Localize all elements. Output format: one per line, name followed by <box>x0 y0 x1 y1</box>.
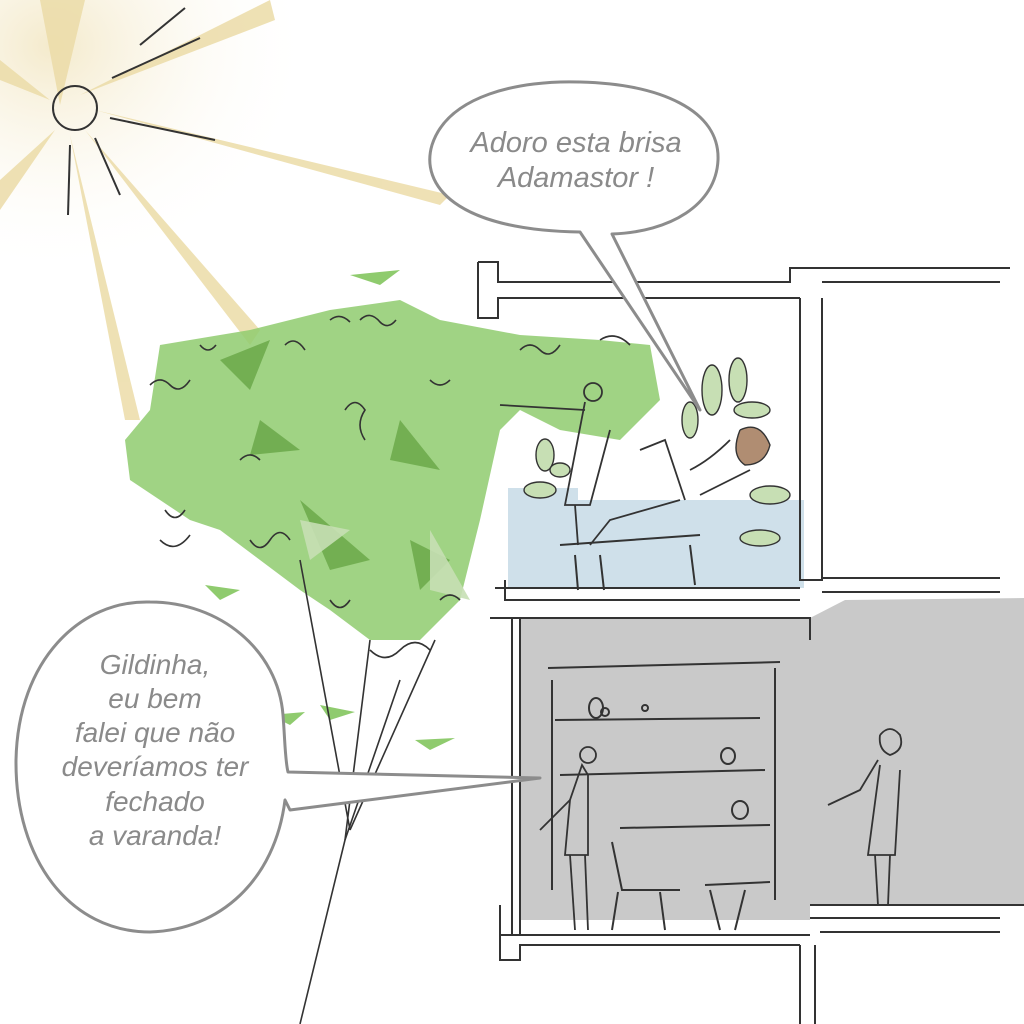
people <box>499 382 903 931</box>
balcony-plants <box>523 357 791 547</box>
speech-bubble-top <box>428 80 720 412</box>
speech-left-text: Gildinha, eu bem falei que não deveríamo… <box>20 648 290 853</box>
speech-top-text: Adoro esta brisa Adamastor ! <box>432 126 720 197</box>
speech-bubble-left <box>14 600 542 934</box>
speech-top-line: Adoro esta brisa <box>470 127 682 159</box>
furniture <box>559 534 771 931</box>
speech-left-line: fechado <box>105 785 205 817</box>
speech-left-line: eu bem <box>108 683 202 715</box>
sun-circle <box>52 85 98 131</box>
speech-left-line: falei que não <box>74 717 236 749</box>
speech-left-line: Gildinha, <box>99 649 211 680</box>
tree-foliage <box>125 270 660 808</box>
speech-left-line: a varanda! <box>88 819 222 851</box>
speech-left-line: deveríamos ter <box>61 751 249 783</box>
speech-top-line: Adamastor ! <box>497 162 655 195</box>
lower-interior <box>520 598 1024 920</box>
bookshelf <box>547 661 781 900</box>
